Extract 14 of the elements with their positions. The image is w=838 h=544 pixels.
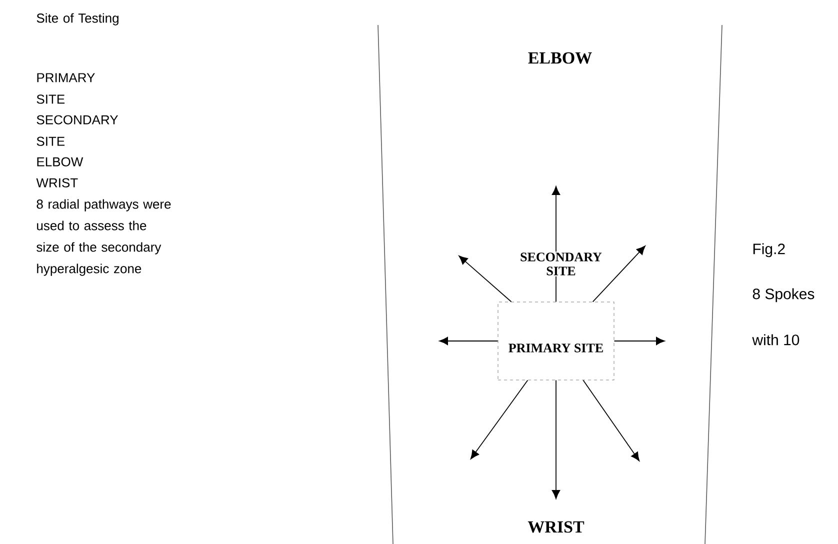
key-text: PRIMARY SITE xyxy=(36,73,95,104)
key-text: SECONDARY SITE xyxy=(36,115,118,146)
region-label: WRIST xyxy=(526,520,586,534)
heading: Site of Testing xyxy=(36,13,118,26)
caption-text: with 10 xyxy=(752,334,800,346)
key-text: WRIST xyxy=(36,178,78,188)
site-label: SECONDARY SITE xyxy=(515,252,607,276)
note-text: 8 radial pathways were used to assess the size of the secondary hyperalgesic zone xyxy=(36,199,171,276)
dashed-box xyxy=(498,302,614,380)
site-label: PRIMARY SITE xyxy=(507,342,605,354)
figure-label: Fig.2 xyxy=(753,243,785,258)
region-label: ELBOW xyxy=(526,51,594,65)
key-text: ELBOW xyxy=(37,157,84,166)
caption-text: 8 Spokes xyxy=(752,288,814,302)
